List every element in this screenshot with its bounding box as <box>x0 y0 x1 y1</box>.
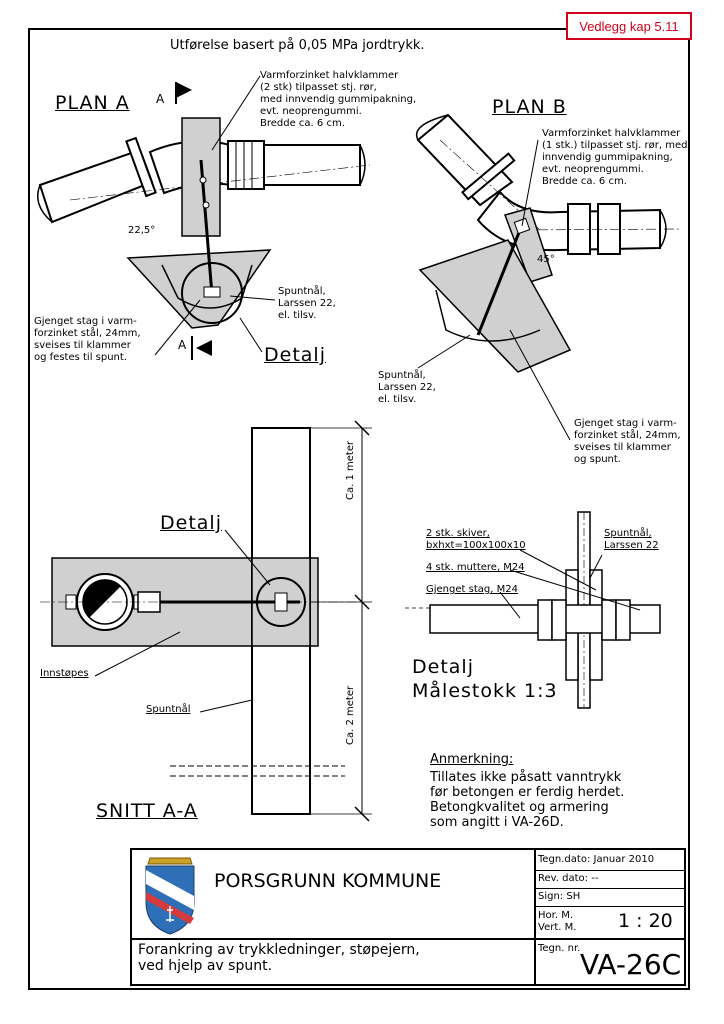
plan-a-section-marker-bottom: A <box>178 338 187 352</box>
scale-value: 1 : 20 <box>618 910 673 932</box>
remark-body: Tillates ikke påsatt vanntrykk før beton… <box>430 770 625 830</box>
title-block: PORSGRUNN KOMMUNE Forankring av trykkled… <box>130 848 686 986</box>
plan-b-pile-note: Spuntnål, Larssen 22, el. tilsv. <box>378 370 436 405</box>
plan-a-section-marker-top: A <box>156 92 165 106</box>
drawing-number: VA-26C <box>580 948 682 981</box>
municipal-crest-icon <box>145 857 195 935</box>
scale-vert: Vert. M. <box>538 922 577 933</box>
plan-b-clamp-note: Varmforzinket halvklammer (1 stk.) tilpa… <box>542 128 688 187</box>
section-detail-label: Detalj <box>160 512 222 534</box>
organization: PORSGRUNN KOMMUNE <box>214 870 442 892</box>
drawing-no-label: Tegn. nr. <box>538 943 581 954</box>
plan-b-angle: 45° <box>537 254 555 265</box>
drawing-frame <box>28 28 690 990</box>
dim-top: Ca. 1 meter <box>345 440 356 500</box>
plan-a-angle: 22,5° <box>128 225 156 236</box>
appendix-badge: Vedlegg kap 5.11 <box>566 12 692 40</box>
plan-a-drawing <box>37 75 371 360</box>
dim-bottom: Ca. 2 meter <box>345 685 356 745</box>
section-title: SNITT A-A <box>96 800 198 822</box>
detail-washers: 2 stk. skiver, bxhxt=100x100x10 <box>426 528 526 551</box>
plan-b-rod-note: Gjenget stag i varm- forzinket stål, 24m… <box>574 418 681 465</box>
sign-label: Sign: SH <box>538 891 581 902</box>
remark-heading: Anmerkning: <box>430 752 514 767</box>
detail-nuts: 4 stk. muttere, M24 <box>426 562 525 573</box>
plan-a-rod-note: Gjenget stag i varm- forzinket stål, 24m… <box>34 316 141 363</box>
date-label: Tegn.dato: Januar 2010 <box>538 854 655 865</box>
plan-a-detail-label: Detalj <box>264 344 326 366</box>
label-concrete: Innstøpes <box>40 668 89 679</box>
plan-a-title: PLAN A <box>55 92 130 114</box>
plan-b-drawing <box>415 113 681 441</box>
plan-a-pile-note: Spuntnål, Larssen 22, el. tilsv. <box>278 286 336 321</box>
detail-drawing <box>405 511 661 709</box>
detail-pile: Spuntnål, Larssen 22 <box>604 528 659 551</box>
drawing-title: Forankring av trykkledninger, støpejern,… <box>138 942 420 974</box>
plan-a-clamp-note: Varmforzinket halvklammer (2 stk) tilpas… <box>260 70 417 129</box>
header-title: Utførelse basert på 0,05 MPa jordtrykk. <box>170 38 425 53</box>
scale-hor: Hor. M. <box>538 910 573 921</box>
label-pile: Spuntnål <box>146 704 191 715</box>
detail-rod: Gjenget stag, M24 <box>426 584 518 595</box>
rev-label: Rev. dato: -- <box>538 873 599 884</box>
detail-title-1: Detalj <box>412 656 474 678</box>
detail-title-2: Målestokk 1:3 <box>412 680 558 702</box>
section-a-a-drawing <box>40 420 372 822</box>
plan-b-title: PLAN B <box>492 96 567 118</box>
